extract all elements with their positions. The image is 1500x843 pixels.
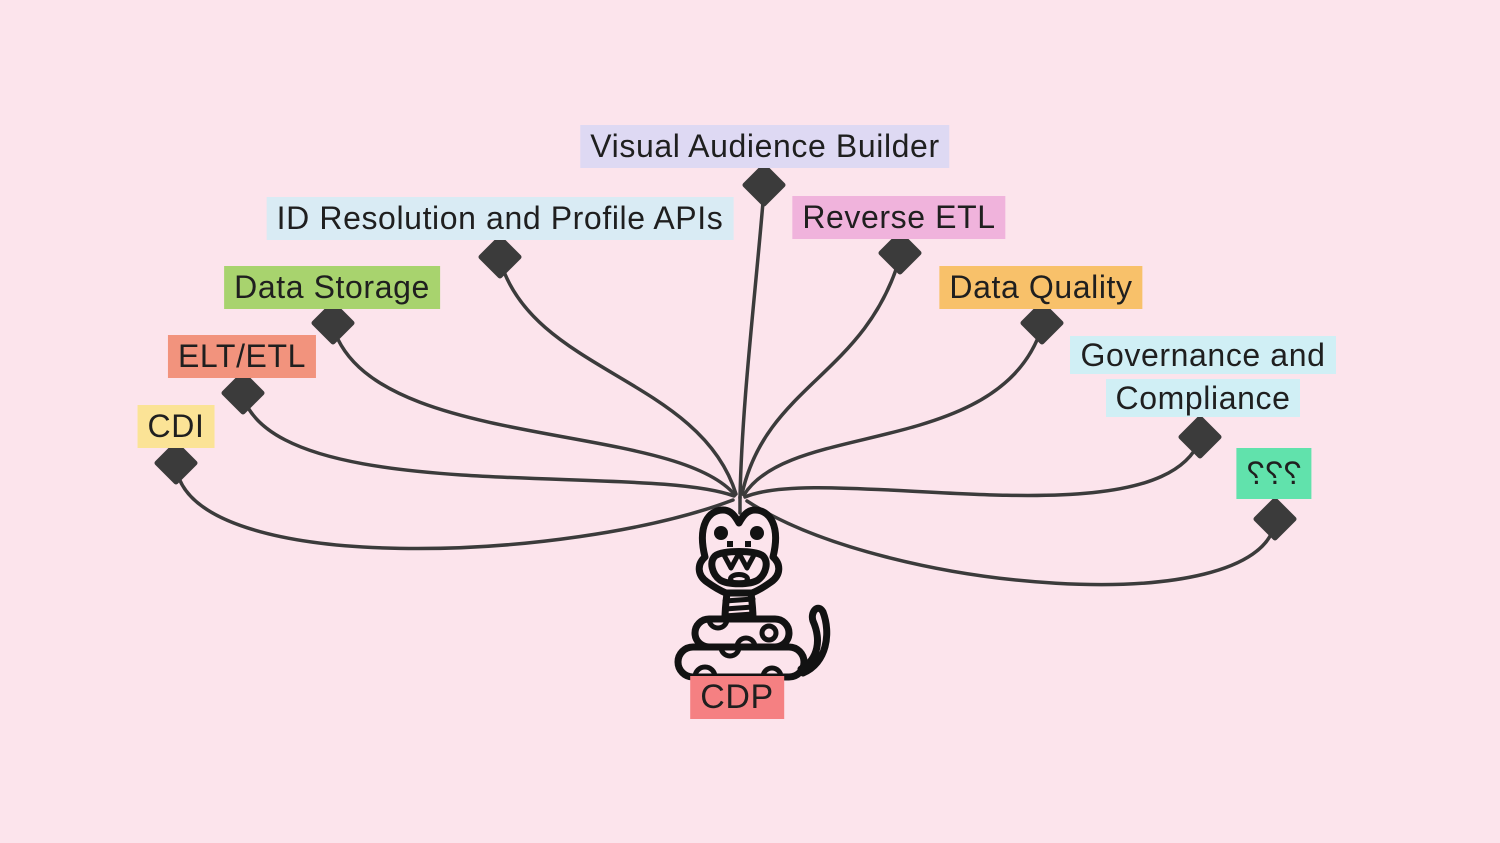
cobra-snake-icon [674, 506, 831, 681]
connector-data-storage [331, 325, 737, 497]
connector-governance [743, 438, 1202, 499]
connector-data-quality [742, 325, 1044, 497]
diamond-cdi [154, 441, 198, 485]
node-label-cdi: CDI [137, 405, 215, 448]
node-label-governance-and-compliance: Governance and Compliance [1038, 334, 1368, 420]
node-label-reverse-etl: Reverse ETL [792, 196, 1006, 239]
connector-visual-audience-builder [738, 188, 766, 500]
snake-tail [797, 604, 831, 677]
diamond-id-resolution [478, 235, 522, 279]
diamond-unknown [1253, 497, 1297, 541]
node-label-governance-text: Governance and Compliance [1070, 336, 1336, 417]
diamond-reverse-etl [878, 231, 922, 275]
connector-elt-etl [241, 395, 736, 498]
snake-tongue [728, 572, 750, 586]
snake-eye-left [714, 526, 728, 540]
node-label-visual-audience-builder: Visual Audience Builder [580, 125, 950, 168]
diamond-governance [1178, 415, 1222, 459]
node-label-data-storage: Data Storage [224, 266, 440, 309]
connector-cdi [174, 465, 735, 551]
diamond-data-storage [311, 301, 355, 345]
diamond-data-quality [1020, 301, 1064, 345]
node-label-unknown: ??? [1236, 448, 1312, 499]
snake-eye-right [750, 526, 764, 540]
connector-unknown [745, 499, 1277, 587]
mirrored-question-marks: ??? [1246, 455, 1302, 491]
diamond-elt-etl [221, 371, 265, 415]
snake-nostril-left [727, 541, 733, 547]
snake-nostril-right [745, 541, 751, 547]
snake-fangs [721, 552, 757, 571]
connector-id-resolution [498, 258, 738, 496]
connector-reverse-etl [740, 255, 902, 496]
node-label-id-resolution-and-profile-apis: ID Resolution and Profile APIs [266, 197, 734, 240]
node-label-data-quality: Data Quality [939, 266, 1143, 309]
node-label-elt-etl: ELT/ETL [167, 335, 317, 378]
snake-mouth [708, 548, 770, 588]
center-label-cdp: CDP [690, 676, 784, 719]
diamond-visual-audience-builder [742, 163, 786, 207]
